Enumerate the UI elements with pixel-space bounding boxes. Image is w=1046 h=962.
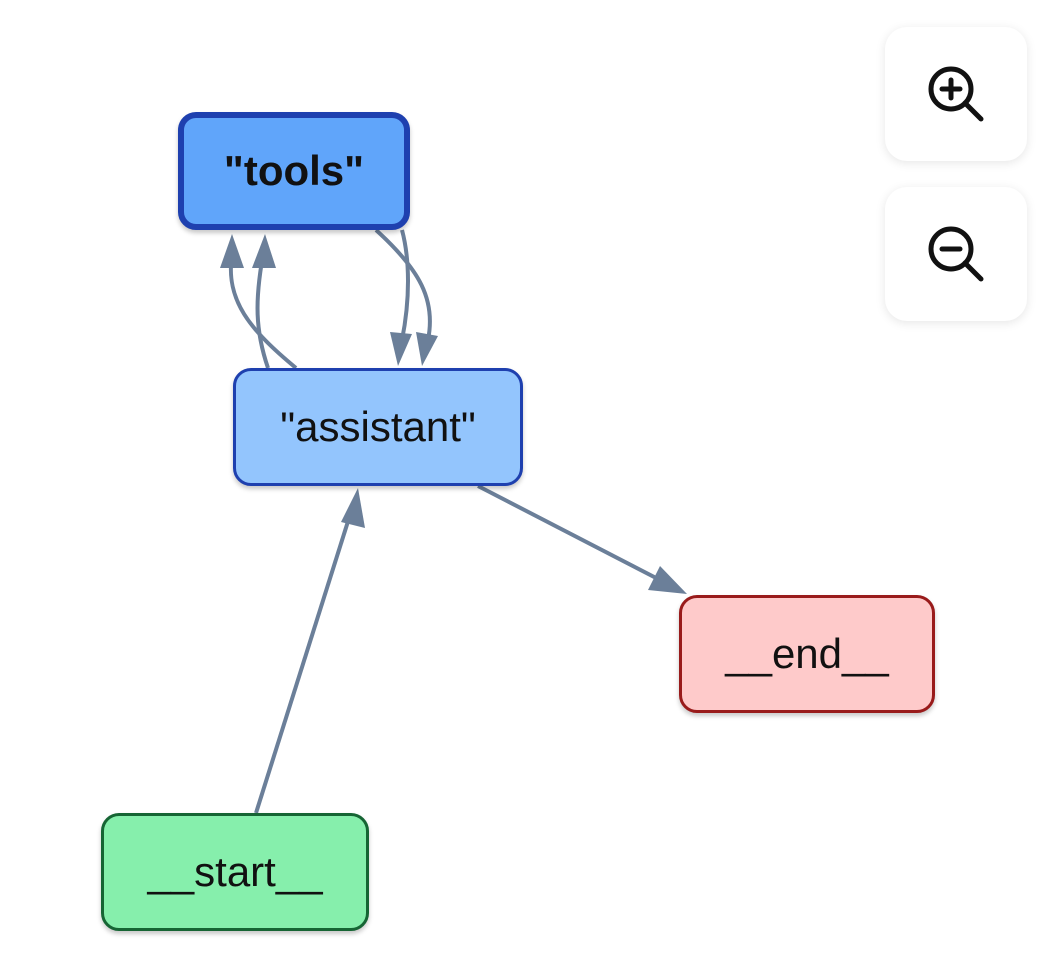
node-end[interactable]: __end__	[679, 595, 935, 713]
node-assistant[interactable]: "assistant"	[233, 368, 523, 486]
edge-tools-to-assistant-1	[400, 229, 410, 341]
edge-assistant-to-tools-2	[255, 254, 270, 369]
edge-assistant-to-tools-1	[228, 254, 298, 370]
edge-tools-to-assistant-1-arrowhead	[390, 332, 412, 366]
edge-assistant-to-end	[477, 484, 661, 582]
node-start[interactable]: __start__	[101, 813, 369, 931]
zoom-out-button[interactable]	[885, 187, 1027, 321]
edge-assistant-to-tools-1-arrowhead	[220, 234, 244, 268]
edge-assistant-to-end-arrowhead	[648, 566, 687, 594]
edge-assistant-to-tools-2-arrowhead	[252, 234, 276, 268]
edge-tools-to-assistant-2-arrowhead	[416, 332, 438, 366]
zoom-out-icon	[928, 226, 984, 282]
edge-start-to-assistant	[254, 514, 352, 814]
edge-start-to-assistant-arrowhead	[341, 488, 365, 528]
zoom-in-button[interactable]	[885, 27, 1027, 161]
edge-tools-to-assistant-2	[374, 228, 432, 341]
node-tools[interactable]: "tools"	[178, 112, 410, 230]
zoom-in-icon	[928, 66, 984, 122]
